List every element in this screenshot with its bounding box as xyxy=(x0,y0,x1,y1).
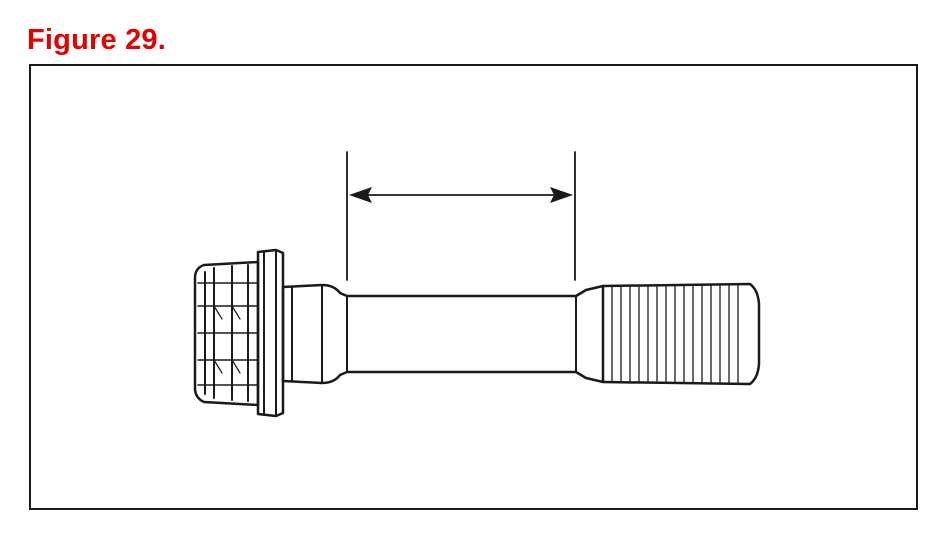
right-arrowhead xyxy=(550,187,573,203)
figure-title: Figure 29. xyxy=(27,24,166,56)
bolt-head xyxy=(193,260,260,407)
bolt-thread xyxy=(601,282,761,386)
left-arrowhead xyxy=(349,187,372,203)
figure-frame xyxy=(29,64,918,510)
bolt-shank xyxy=(281,283,605,385)
bolt-flange xyxy=(256,248,285,418)
dimension-lines xyxy=(346,151,576,281)
